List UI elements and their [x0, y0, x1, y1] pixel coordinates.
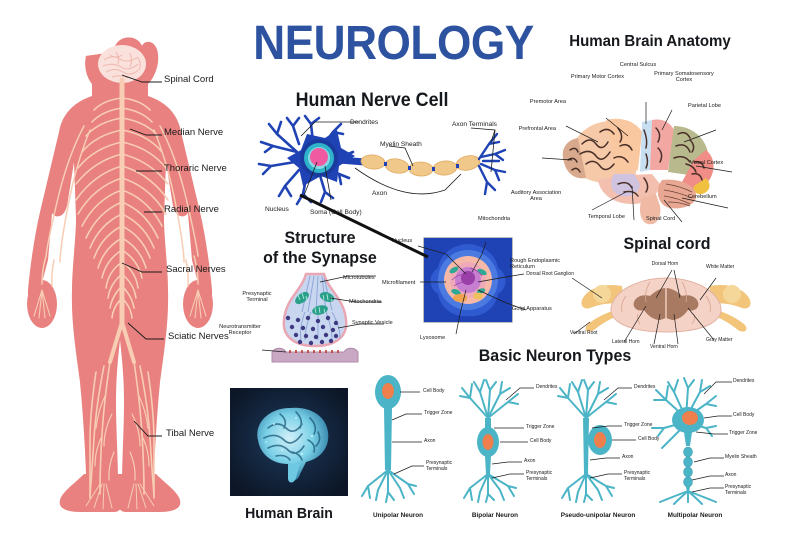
label-spinal-cord: Spinal Cord [164, 74, 214, 85]
myelin-segments [360, 154, 481, 177]
pseudo-label-axon: Axon [622, 454, 634, 460]
multipolar-label-myelin-sheath: Myelin Sheath [725, 454, 757, 460]
label-brain-spinal-cord: Spinal Cord [646, 216, 676, 222]
label-dorsal-horn: Dorsal Horn [651, 261, 679, 267]
nerve-cell-diagram [255, 112, 507, 217]
synapse-heading-line1: Structure [284, 228, 356, 247]
unipolar-neuron-name: Unipolar Neuron [372, 512, 424, 519]
unipolar-label-presynaptic-terminals: Presynaptic Terminals [426, 460, 453, 472]
label-myelin-sheath: Myelin Sheath [380, 141, 422, 148]
label-ventral-root: Ventral Root [570, 330, 598, 336]
label-ventral-horn: Ventral Horn [650, 344, 678, 350]
label-median-nerve: Median Nerve [164, 127, 224, 138]
label-dendrites: Dendrites [350, 119, 379, 126]
label-cerebellum: Cerebellum [688, 194, 717, 200]
human-brain-caption: Human Brain [245, 505, 333, 522]
label-golgi-apparatus: Golgi Apparatus [512, 306, 552, 312]
label-dorsal-root-ganglion: Dorsal Root Ganglion [526, 271, 574, 277]
label-primary-somatosensory-cortex: Primary Somatosensory Cortex [654, 71, 714, 84]
label-lateral-horn: Lateral Horn [612, 339, 640, 345]
pseudo-label-dendrites: Dendrites [634, 384, 656, 390]
bipolar-label-presynaptic-terminals: Presynaptic Terminals [526, 470, 553, 482]
label-sciatic-nerves: Sciatic Nerves [168, 331, 229, 342]
bipolar-neuron-name: Bipolar Neuron [471, 512, 519, 519]
label-premotor-area: Premotor Area [529, 99, 566, 105]
bipolar-label-axon: Axon [524, 458, 536, 464]
page-title: NEUROLOGY [253, 17, 534, 70]
pseudo-label-presynaptic-terminals: Presynaptic Terminals [624, 470, 651, 482]
pseudo-unipolar-neuron-name: Pseudo-unipolar Neuron [560, 512, 636, 519]
multipolar-label-presynaptic-terminals: Presynaptic Terminals [725, 484, 752, 496]
multipolar-neuron-figure [648, 370, 748, 505]
label-rough-endoplasmic-reticulum: Rough Endoplasmic Reticulum [510, 258, 561, 271]
bipolar-label-cell-body: Cell Body [530, 438, 552, 444]
bipolar-label-trigger-zone: Trigger Zone [526, 424, 555, 430]
pseudo-unipolar-neuron-figure [556, 374, 656, 504]
brain-anatomy-diagram [541, 100, 741, 225]
label-cell-mitochondria: Mitochondria [478, 216, 511, 222]
label-white-matter: White Matter [706, 264, 735, 270]
multipolar-label-dendrites: Dendrites [733, 378, 755, 384]
brain-in-head [98, 45, 146, 83]
label-synaptic-vesicle: Synaptic Vesicle [352, 320, 393, 326]
spinal-cord-diagram [571, 269, 755, 345]
multipolar-neuron-name: Multipolar Neuron [667, 512, 723, 519]
label-radial-nerve: Radial Nerve [164, 204, 219, 215]
label-tibal-nerve: Tibal Nerve [166, 428, 215, 439]
label-visual-cortex: Visual Cortex [690, 160, 724, 166]
label-presynaptic-terminal: Presynaptic Terminal [242, 291, 272, 304]
label-microtubules: Microtubules [343, 275, 375, 281]
label-microfilament: Microfilament [382, 280, 416, 286]
label-cell-nucleus: Nucleus [392, 238, 413, 244]
label-auditory-association-area: Auditory Association Area [510, 190, 562, 203]
synapse-diagram [258, 272, 388, 363]
label-central-sulcus: Central Sulcus [619, 62, 657, 68]
zoom-pointer [299, 193, 440, 265]
unipolar-label-cell-body: Cell Body [423, 388, 445, 394]
label-axon-terminals: Axon Terminals [452, 121, 497, 128]
unipolar-neuron-figure [360, 374, 460, 504]
unipolar-label-axon: Axon [424, 438, 436, 444]
label-parietal-lobe: Parietal Lobe [688, 103, 721, 109]
label-thoraric-nerve: Thoraric Nerve [164, 163, 227, 174]
label-gray-matter: Gray Matter [706, 337, 733, 343]
label-primary-motor-cortex: Primary Motor Cortex [570, 74, 624, 80]
label-sacral-nerves: Sacral Nerves [166, 264, 226, 275]
multipolar-label-axon: Axon [725, 472, 737, 478]
bipolar-label-dendrites: Dendrites [536, 384, 558, 390]
pseudo-label-cell-body: Cell Body [638, 436, 660, 442]
nerve-network [33, 77, 207, 510]
neuron-types-heading: Basic Neuron Types [478, 346, 632, 365]
brain-anatomy-heading: Human Brain Anatomy [569, 33, 731, 50]
label-lysosome: Lysosome [420, 335, 446, 341]
bipolar-neuron-figure [458, 374, 558, 504]
label-neurotransmitter-receptor: Neurotransmitter Receptor [219, 324, 261, 337]
label-synapse-mitochondria: Mitochondria [349, 299, 382, 305]
label-temporal-lobe: Temporal Lobe [588, 214, 626, 220]
human-brain-photo [230, 388, 348, 496]
label-nucleus: Nucleus [265, 206, 289, 213]
cell-structure-diagram [417, 237, 527, 335]
spinal-cord-heading: Spinal cord [623, 234, 711, 253]
multipolar-label-cell-body: Cell Body [733, 412, 755, 418]
pseudo-label-trigger-zone: Trigger Zone [624, 422, 653, 428]
multipolar-label-trigger-zone: Trigger Zone [729, 430, 758, 436]
nervous-system-figure [18, 22, 248, 522]
nervous-system-labels [100, 50, 260, 470]
unipolar-label-trigger-zone: Trigger Zone [424, 410, 453, 416]
synapse-heading-line2: of the Synapse [263, 248, 377, 267]
label-prefrontal-area: Prefrontal Area [518, 126, 556, 132]
nerve-cell-heading: Human Nerve Cell [295, 90, 449, 111]
label-axon: Axon [372, 190, 388, 197]
